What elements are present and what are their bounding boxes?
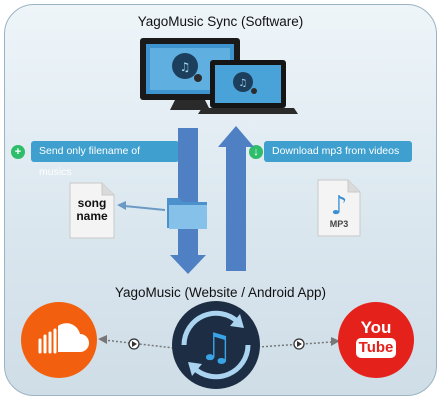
- youtube-you-text: You: [360, 318, 392, 337]
- soundcloud-icon: [21, 302, 97, 378]
- laptop-icon: ♫: [198, 60, 298, 114]
- mp3-label: MP3: [329, 219, 349, 229]
- download-mp3-badge: Download mp3 from videos: [264, 141, 412, 162]
- svg-text:♫: ♫: [239, 78, 248, 89]
- youtube-tube-text: Tube: [356, 338, 396, 358]
- svg-text:♫: ♫: [180, 60, 191, 74]
- svg-text:♪: ♪: [331, 191, 348, 221]
- download-icon: ↓: [249, 145, 263, 159]
- up-arrow: [218, 126, 254, 271]
- mp3-file-icon: ♪: [317, 179, 361, 237]
- connector-right: [257, 337, 340, 350]
- software-title: YagoMusic Sync (Software): [137, 14, 304, 29]
- song-document-icon: [69, 182, 115, 239]
- song-name-label: song name: [76, 196, 108, 223]
- website-title: YagoMusic (Website / Android App): [114, 285, 327, 300]
- svg-text:♫: ♫: [199, 325, 233, 369]
- send-filename-badge: Send only filename of musics: [31, 141, 179, 178]
- sync-music-icon: ♫: [172, 301, 260, 389]
- folder-icon: [167, 198, 207, 229]
- plus-icon: +: [11, 145, 25, 159]
- connector-left: [98, 335, 175, 350]
- folder-to-doc-arrow: [117, 201, 166, 211]
